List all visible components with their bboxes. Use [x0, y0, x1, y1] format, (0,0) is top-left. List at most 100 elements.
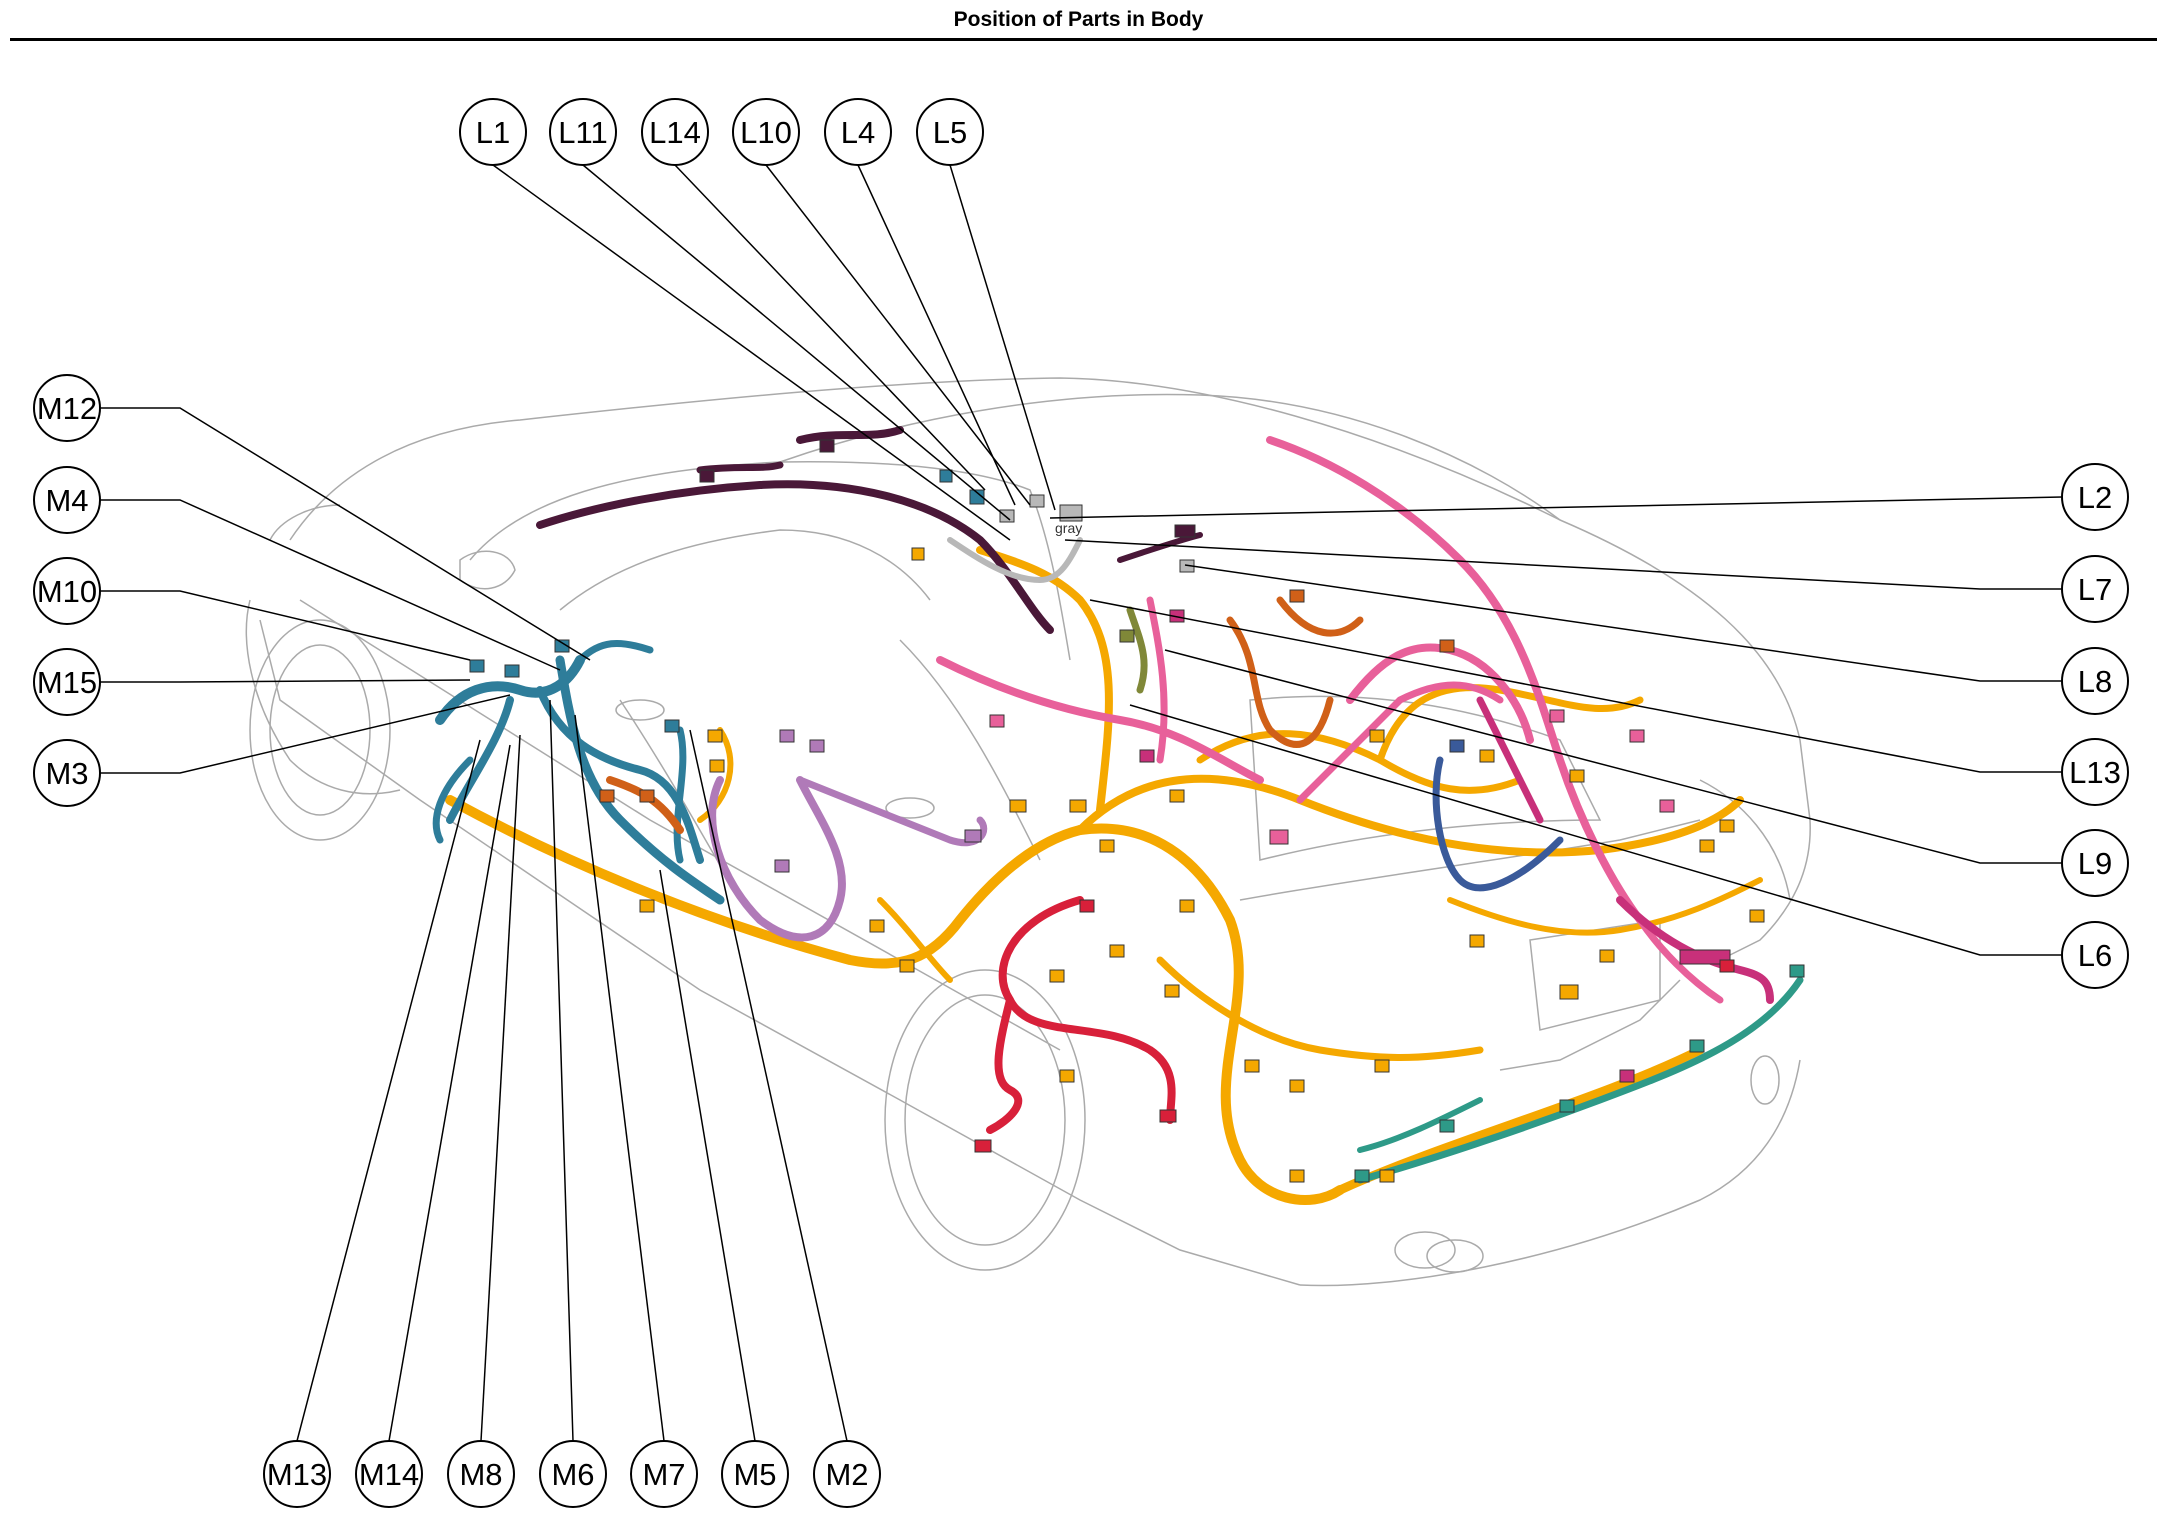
callout-l13: L13: [2061, 738, 2129, 806]
callout-label: L11: [558, 115, 607, 150]
leader-lines: [100, 164, 2063, 1442]
gray-tag-label: gray: [1055, 520, 1082, 536]
leader-line: [388, 744, 511, 1442]
title-rule: [10, 38, 2157, 41]
callout-m4: M4: [33, 466, 101, 534]
callout-l4: L4: [824, 98, 892, 166]
callout-circle: [721, 1440, 789, 1508]
callout-m3: M3: [33, 739, 101, 807]
callout-label: M7: [642, 1457, 685, 1492]
leader-line: [1184, 564, 2062, 682]
connector-blocks: [469, 439, 1805, 1183]
callout-circle: [549, 98, 617, 166]
callout-label: L2: [2078, 480, 2112, 515]
callout-label: M12: [37, 391, 97, 426]
leader-line: [1089, 599, 2062, 773]
page-title: Position of Parts in Body: [953, 8, 1204, 31]
callout-label: M14: [359, 1457, 419, 1492]
callout-label: L14: [649, 115, 701, 150]
callout-label: L9: [2078, 846, 2112, 881]
callout-m15: M15: [33, 648, 101, 716]
callout-m12: M12: [33, 374, 101, 442]
callout-l10: L10: [732, 98, 800, 166]
leader-line: [582, 164, 1011, 521]
callout-l6: L6: [2061, 921, 2129, 989]
callout-circle: [33, 648, 101, 716]
callout-circle: [355, 1440, 423, 1508]
callout-label: M4: [45, 483, 88, 518]
callout-circle: [447, 1440, 515, 1508]
callout-m14: M14: [355, 1440, 423, 1508]
callout-l1: L1: [459, 98, 527, 166]
callout-circle: [459, 98, 527, 166]
callout-circle: [33, 466, 101, 534]
callout-label: M6: [551, 1457, 594, 1492]
leader-line: [100, 679, 471, 683]
leader-line: [659, 869, 756, 1442]
leader-line: [857, 164, 1016, 506]
callout-circle: [630, 1440, 698, 1508]
leader-line: [492, 164, 1011, 541]
callout-label: L5: [933, 115, 967, 150]
callout-circle: [2061, 463, 2129, 531]
callout-label: L4: [841, 115, 875, 150]
callout-circle: [813, 1440, 881, 1508]
callout-circle: [33, 374, 101, 442]
callout-m7: M7: [630, 1440, 698, 1508]
leader-line: [765, 164, 1031, 506]
callout-label: M3: [45, 756, 88, 791]
callout-l8: L8: [2061, 647, 2129, 715]
callout-circle: [732, 98, 800, 166]
callout-l9: L9: [2061, 829, 2129, 897]
callout-m5: M5: [721, 1440, 789, 1508]
callout-circle: [2061, 738, 2129, 806]
leader-line: [1064, 539, 2062, 590]
callout-circle: [824, 98, 892, 166]
leader-line: [100, 590, 471, 661]
callout-label: L7: [2078, 572, 2112, 607]
callout-m8: M8: [447, 1440, 515, 1508]
leader-line: [549, 699, 574, 1442]
callout-label: M2: [825, 1457, 868, 1492]
callout-label: M10: [37, 574, 97, 609]
callout-circle: [33, 739, 101, 807]
callout-m13: M13: [263, 1440, 331, 1508]
callout-m2: M2: [813, 1440, 881, 1508]
leader-line: [100, 694, 511, 774]
leader-line: [689, 729, 848, 1442]
callout-label: M15: [37, 665, 97, 700]
callout-m10: M10: [33, 557, 101, 625]
leader-line: [100, 407, 591, 661]
callout-circle: [641, 98, 709, 166]
callout-label: L8: [2078, 664, 2112, 699]
leader-line: [949, 164, 1056, 511]
callout-label: L1: [476, 115, 510, 150]
callout-label: M13: [267, 1457, 327, 1492]
leader-line: [100, 499, 561, 671]
callout-circle: [2061, 829, 2129, 897]
callout-label: L13: [2069, 755, 2121, 790]
car-body-outline: [245, 377, 1811, 1287]
callout-label: L6: [2078, 938, 2112, 973]
callout-circle: [2061, 647, 2129, 715]
leader-line: [480, 734, 521, 1442]
wire-harnesses: [432, 426, 1804, 1205]
callout-l11: L11: [549, 98, 617, 166]
callout-circle: [2061, 921, 2129, 989]
leader-line: [296, 739, 481, 1442]
callout-circle: [916, 98, 984, 166]
callout-l14: L14: [641, 98, 709, 166]
callout-label: L10: [740, 115, 792, 150]
callout-circle: [263, 1440, 331, 1508]
callout-circle: [539, 1440, 607, 1508]
callout-l2: L2: [2061, 463, 2129, 531]
callout-circle: [2061, 555, 2129, 623]
leader-line: [674, 164, 986, 491]
callout-label: M5: [733, 1457, 776, 1492]
callout-l5: L5: [916, 98, 984, 166]
callout-circle: [33, 557, 101, 625]
callout-l7: L7: [2061, 555, 2129, 623]
leader-line: [574, 714, 665, 1442]
